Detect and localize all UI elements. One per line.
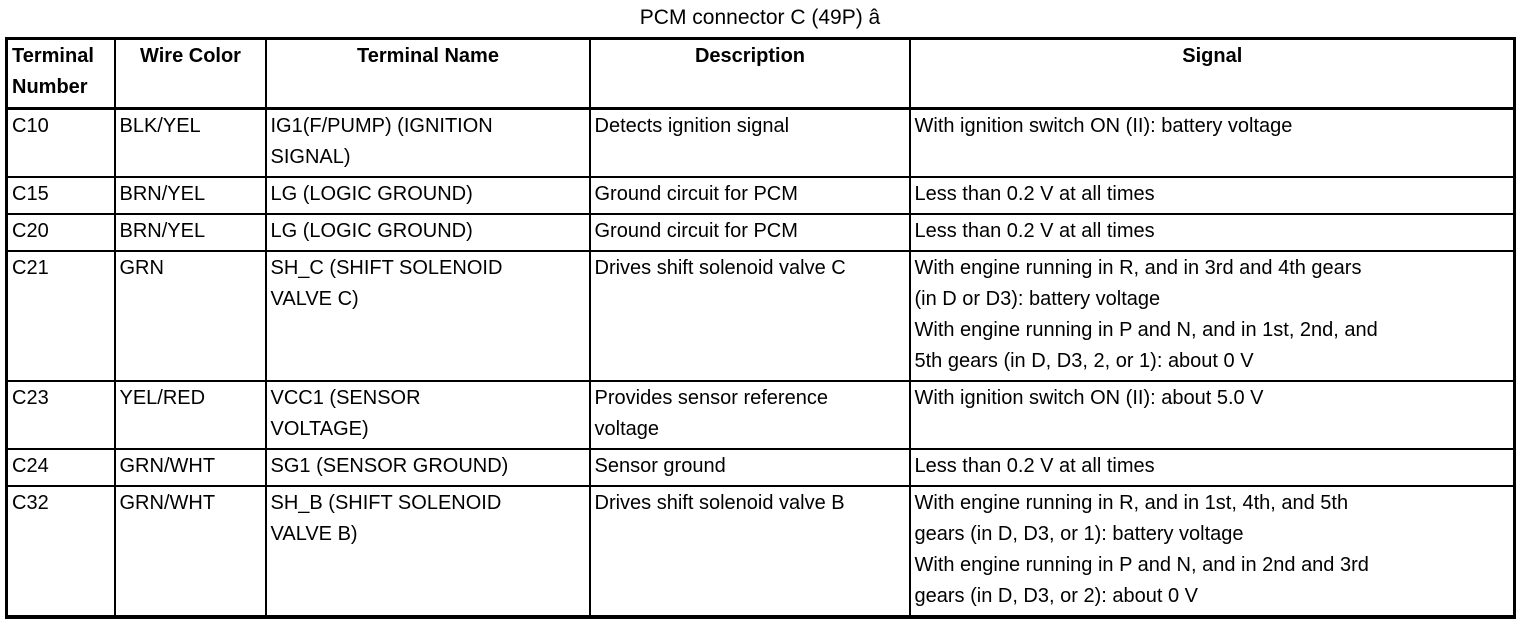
cell-signal: With ignition switch ON (II): battery vo… [908,107,1516,178]
cell-terminal-name: VCC1 (SENSOR VOLTAGE) [264,380,591,450]
cell-description: Drives shift solenoid valve B [588,485,911,618]
cell-terminal-name: LG (LOGIC GROUND) [264,176,591,215]
cell-terminal-number: C20 [5,213,116,252]
cell-description: Sensor ground [588,448,911,487]
column-header-wire-color: Wire Color [113,37,267,110]
cell-wire-color: YEL/RED [113,380,267,450]
cell-description: Detects ignition signal [588,107,911,178]
column-header-terminal-name: Terminal Name [264,37,591,110]
cell-terminal-number: C32 [5,485,116,618]
cell-wire-color: BRN/YEL [113,176,267,215]
cell-description: Ground circuit for PCM [588,176,911,215]
cell-terminal-name: SH_B (SHIFT SOLENOID VALVE B) [264,485,591,618]
cell-signal: Less than 0.2 V at all times [908,448,1516,487]
cell-terminal-number: C24 [5,448,116,487]
cell-description: Provides sensor reference voltage [588,380,911,450]
cell-wire-color: BLK/YEL [113,107,267,178]
column-header-signal: Signal [908,37,1516,110]
cell-terminal-name: SH_C (SHIFT SOLENOID VALVE C) [264,250,591,382]
cell-signal: Less than 0.2 V at all times [908,213,1516,252]
column-header-description: Description [588,37,911,110]
cell-description: Drives shift solenoid valve C [588,250,911,382]
cell-terminal-number: C23 [5,380,116,450]
cell-terminal-number: C10 [5,107,116,178]
column-header-terminal-number: Terminal Number [5,37,116,110]
cell-terminal-number: C21 [5,250,116,382]
cell-signal: With engine running in R, and in 1st, 4t… [908,485,1516,618]
cell-terminal-number: C15 [5,176,116,215]
page-title: PCM connector C (49P) â [639,6,881,29]
cell-wire-color: GRN/WHT [113,485,267,618]
cell-wire-color: GRN [113,250,267,382]
cell-description: Ground circuit for PCM [588,213,911,252]
cell-signal: With engine running in R, and in 3rd and… [908,250,1516,382]
cell-wire-color: GRN/WHT [113,448,267,487]
cell-terminal-name: LG (LOGIC GROUND) [264,213,591,252]
cell-wire-color: BRN/YEL [113,213,267,252]
cell-signal: Less than 0.2 V at all times [908,176,1516,215]
cell-signal: With ignition switch ON (II): about 5.0 … [908,380,1516,450]
cell-terminal-name: SG1 (SENSOR GROUND) [264,448,591,487]
cell-terminal-name: IG1(F/PUMP) (IGNITION SIGNAL) [264,107,591,178]
